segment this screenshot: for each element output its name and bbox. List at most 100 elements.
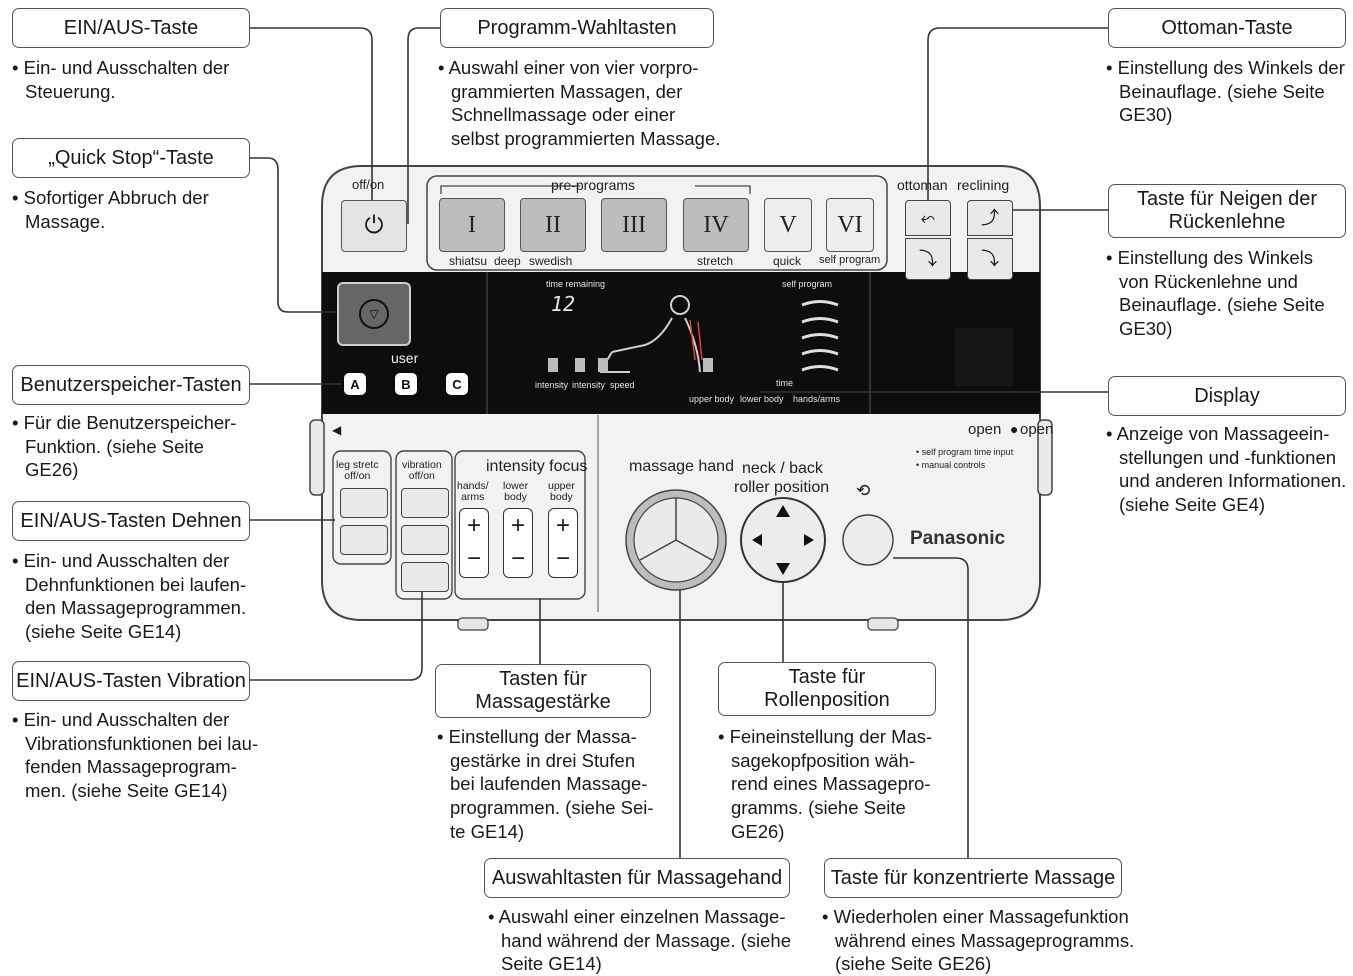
label-swedish: swedish <box>529 254 573 268</box>
callout-konzentriert-desc: • Wiederholen einer Massagefunktion währ… <box>822 906 1135 975</box>
callout-vibration-desc: • Ein- und Ausschalten der Vibrationsfun… <box>12 709 259 802</box>
ottoman-down-button[interactable]: ⤵ <box>905 238 951 280</box>
recline-down-icon: ⤵ <box>981 249 999 269</box>
open-label-2: open <box>1020 421 1054 438</box>
callout-staerke-desc: • Einstellung der Massa- gestärke in dre… <box>437 726 654 842</box>
program-button-6[interactable]: VI <box>826 198 874 252</box>
callout-quick-stop-title: „Quick Stop“-Taste <box>12 138 250 178</box>
display-lower-body: lower body <box>740 394 784 404</box>
callout-programm-desc: • Auswahl einer von vier vorpro- grammie… <box>438 57 721 150</box>
leader-quick-stop <box>250 157 340 313</box>
leader-ein-aus <box>250 27 373 200</box>
neck-back-label: neck / back <box>742 460 823 477</box>
vibration-label: vibration off/on <box>402 459 442 483</box>
label-stretch: stretch <box>697 254 734 268</box>
display-intensity: intensity <box>535 380 569 390</box>
callout-ein-aus-desc: • Ein- und Ausschalten der Steuerung. <box>12 57 230 102</box>
display-time: time <box>776 378 794 388</box>
label-deep: deep <box>494 254 521 268</box>
label-shiatsu: shiatsu <box>449 254 488 268</box>
intensity-hands-arms-stepper[interactable]: +− <box>459 508 489 578</box>
focus-hands-arms-label: hands/ arms <box>457 480 489 504</box>
manual-controls-label: • manual controls <box>916 460 986 470</box>
callout-benutzer-title: Benutzerspeicher-Tasten <box>12 365 250 405</box>
device-foot-right <box>867 617 899 631</box>
leg-stretch-button-1[interactable] <box>340 488 388 518</box>
display-intensity-2: intensity <box>572 380 606 390</box>
callout-rolle-desc: • Feineinstellung der Mas- sagekopfposit… <box>718 726 933 842</box>
concentrated-massage-button-shape <box>842 514 894 566</box>
recline-up-icon: ⤴ <box>981 208 999 228</box>
callout-ein-aus-title: EIN/AUS-Taste <box>12 8 250 48</box>
leader-ottoman <box>927 27 1108 210</box>
callout-dehnen-title: EIN/AUS-Tasten Dehnen <box>12 501 250 541</box>
plus-icon: + <box>466 512 481 539</box>
ottoman-up-icon: ⬿ <box>920 208 936 228</box>
callout-ottoman-title: Ottoman-Taste <box>1108 8 1346 48</box>
leader-vibration <box>250 582 423 681</box>
leader-programm <box>407 27 440 224</box>
intensity-upper-body-stepper[interactable]: +− <box>548 508 578 578</box>
callout-programm-title: Programm-Wahltasten <box>440 8 714 48</box>
intensity-focus-label: intensity focus <box>486 458 588 475</box>
recline-up-button[interactable]: ⤴ <box>967 200 1013 236</box>
recline-down-button[interactable]: ⤵ <box>967 238 1013 280</box>
leg-stretch-button-2[interactable] <box>340 525 388 555</box>
user-key-c[interactable]: C <box>446 373 468 395</box>
vibration-button-2[interactable] <box>401 525 449 555</box>
callout-neigen-title: Taste für Neigen der Rückenlehne <box>1108 184 1346 238</box>
ottoman-up-button[interactable]: ⬿ <box>905 200 951 236</box>
plus-icon: + <box>510 512 525 539</box>
user-key-a[interactable]: A <box>344 373 366 395</box>
callout-dehnen-desc: • Ein- und Ausschalten der Dehnfunktione… <box>12 550 247 643</box>
minus-icon: − <box>510 545 525 572</box>
speaker-grid <box>955 328 1013 386</box>
vibration-button-3[interactable] <box>401 562 449 592</box>
concentrated-massage-button[interactable] <box>843 515 893 565</box>
focus-lower-body-label: lower body <box>503 480 529 504</box>
quick-stop-button[interactable]: ▽ <box>337 282 411 346</box>
roller-position-label: roller position <box>734 479 830 496</box>
label-self-program: self program <box>819 254 881 266</box>
device-side-left <box>309 419 325 496</box>
callout-hand-desc: • Auswahl einer einzelnen Massage- hand … <box>488 906 792 975</box>
program-button-5[interactable]: V <box>764 198 812 252</box>
roller-position-dial-button[interactable] <box>741 498 825 582</box>
power-icon: ⏻ <box>364 212 384 239</box>
callout-rolle-title: Taste für Rollenposition <box>718 662 936 716</box>
callout-display-title: Display <box>1108 376 1346 416</box>
callout-konzentriert-title: Taste für konzentrierte Massage <box>824 858 1122 898</box>
program-button-2[interactable]: II <box>520 198 586 252</box>
display-speed: speed <box>610 380 635 390</box>
open-dot-icon: ● <box>1010 421 1019 437</box>
vibration-button-1[interactable] <box>401 488 449 518</box>
leader-konzentriert <box>893 557 969 858</box>
program-button-1[interactable]: I <box>439 198 505 252</box>
massage-hand-dial-button[interactable] <box>630 494 722 586</box>
intensity-lower-body-stepper[interactable]: +− <box>503 508 533 578</box>
callout-staerke-title: Tasten für Massagestärke <box>435 664 651 718</box>
display-time-remaining: time remaining <box>546 279 606 289</box>
program-button-4[interactable]: IV <box>683 198 749 252</box>
ottoman-label: ottoman <box>897 177 948 193</box>
reclining-label: reclining <box>957 177 1010 193</box>
device-side-right <box>1037 419 1053 496</box>
display-hands-arms: hands/arms <box>793 394 841 404</box>
plus-icon: + <box>555 512 570 539</box>
user-label: user <box>391 350 419 366</box>
callout-vibration-title: EIN/AUS-Tasten Vibration <box>12 661 250 701</box>
callout-benutzer-desc: • Für die Benutzerspeicher- Funktion. (s… <box>12 412 237 481</box>
open-label: open <box>968 421 1002 438</box>
user-key-b[interactable]: B <box>395 373 417 395</box>
display-upper-body: upper body <box>689 394 735 404</box>
display-segment-bars <box>548 358 713 372</box>
program-button-3[interactable]: III <box>601 198 667 252</box>
off-on-label: off/on <box>352 177 385 192</box>
arrow-left-icon: ◀ <box>332 423 342 437</box>
leg-stretch-label: leg stretc off/on <box>336 459 379 483</box>
power-button[interactable]: ⏻ <box>341 200 407 252</box>
stop-icon: ▽ <box>359 299 389 329</box>
device-foot-left <box>457 617 489 631</box>
display-time-value: 12 <box>551 292 576 316</box>
